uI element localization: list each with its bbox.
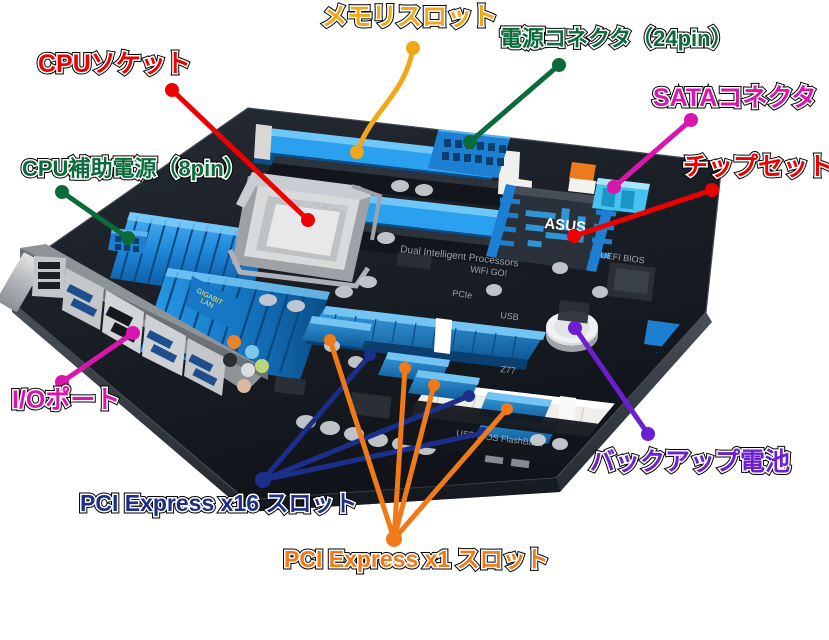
label-pcie-x1-slots: PCI Express x1 スロット PCI Express x1 スロット … xyxy=(282,545,552,573)
label-cpu-socket-midline: CPUソケット xyxy=(37,50,193,78)
label-power-connector-24pin: 電源コネクタ（24pin） 電源コネクタ（24pin） 電源コネクタ（24pin… xyxy=(498,25,736,52)
label-power-connector-midline: 電源コネクタ（24pin） xyxy=(499,26,735,51)
label-chipset-text: チップセット xyxy=(683,153,829,181)
io-port-cluster: GIGABIT LAN xyxy=(0,244,269,396)
label-memory-slot-text: メモリスロット xyxy=(322,3,498,31)
svg-text:WiFi GO!: WiFi GO! xyxy=(470,264,508,278)
svg-text:Z77: Z77 xyxy=(500,364,517,376)
label-cpu-aux-power-8pin: CPU補助電源（8pin） CPU補助電源（8pin） CPU補助電源（8pin… xyxy=(20,155,249,182)
label-io-ports-outline: I/Oポート xyxy=(9,385,122,415)
label-cpu-socket-outline: CPUソケット xyxy=(36,49,194,79)
label-backup-battery-midline: バックアップ電池 xyxy=(588,448,791,476)
label-pcie-x16-slots: PCI Express x16 スロット PCI Express x16 スロッ… xyxy=(77,489,359,517)
label-memory-slot-outline: メモリスロット xyxy=(319,2,499,32)
label-backup-battery-outline: バックアップ電池 xyxy=(587,447,792,477)
label-cpu-aux-power-text: CPU補助電源（8pin） xyxy=(22,156,246,181)
cpu-aux-power-connector xyxy=(108,228,148,254)
label-cpu-aux-power-midline: CPU補助電源（8pin） xyxy=(21,156,248,181)
label-cpu-aux-power-outline: CPU補助電源（8pin） xyxy=(20,155,249,182)
label-pcie-x1-outline: PCI Express x1 スロット xyxy=(282,545,552,573)
label-pcie-x16-text: PCI Express x16 スロット xyxy=(80,490,358,516)
label-pcie-x16-outline: PCI Express x16 スロット xyxy=(77,489,359,517)
label-chipset: チップセット チップセット チップセット xyxy=(680,152,829,182)
label-cpu-socket-text: CPUソケット xyxy=(38,50,191,78)
label-io-ports: I/Oポート I/Oポート I/Oポート xyxy=(9,385,122,415)
label-pcie-x16-midline: PCI Express x16 スロット xyxy=(78,490,358,516)
label-sata-connector-text: SATAコネクタ xyxy=(653,84,817,112)
label-cpu-socket: CPUソケット CPUソケット CPUソケット xyxy=(36,49,194,79)
label-memory-slot-midline: メモリスロット xyxy=(320,3,498,31)
svg-text:PCIe: PCIe xyxy=(452,288,473,300)
label-pcie-x1-midline: PCI Express x1 スロット xyxy=(283,546,551,572)
svg-text:USB: USB xyxy=(500,310,520,322)
label-sata-connector: SATAコネクタ SATAコネクタ SATAコネクタ xyxy=(650,83,818,113)
label-chipset-outline: チップセット xyxy=(680,152,829,182)
label-chipset-midline: チップセット xyxy=(681,153,829,181)
label-backup-battery: バックアップ電池 バックアップ電池 バックアップ電池 xyxy=(587,447,792,477)
label-io-ports-midline: I/Oポート xyxy=(10,386,121,414)
label-memory-slot: メモリスロット メモリスロット メモリスロット xyxy=(319,2,499,32)
label-backup-battery-text: バックアップ電池 xyxy=(590,448,791,476)
label-power-connector-text: 電源コネクタ（24pin） xyxy=(500,26,733,51)
label-io-ports-text: I/Oポート xyxy=(12,386,121,414)
label-power-connector-outline: 電源コネクタ（24pin） xyxy=(498,25,736,52)
label-sata-connector-midline: SATAコネクタ xyxy=(651,84,817,112)
label-sata-connector-outline: SATAコネクタ xyxy=(650,83,818,113)
label-pcie-x1-text: PCI Express x1 スロット xyxy=(284,546,549,572)
